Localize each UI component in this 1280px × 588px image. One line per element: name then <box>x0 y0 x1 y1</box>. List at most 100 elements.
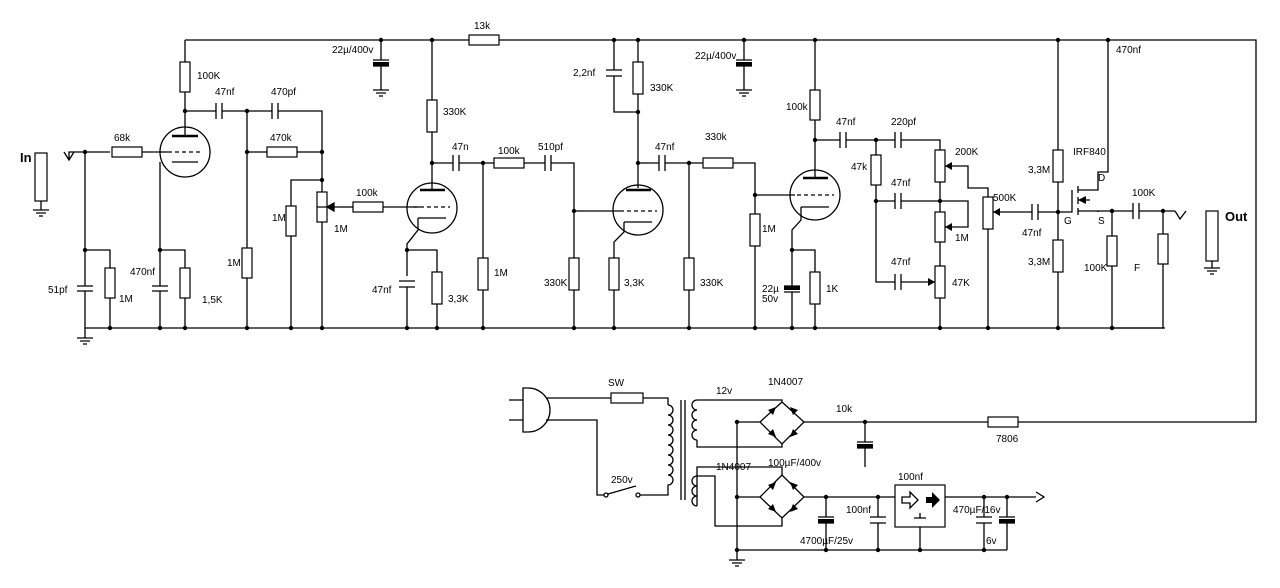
resistor-1m-g <box>241 247 253 279</box>
label-12v: 1N4007 <box>716 462 751 473</box>
tube-v4 <box>789 169 841 221</box>
label-1m-g: 1M <box>227 258 241 269</box>
label-47k-pot: 47K <box>952 278 970 289</box>
mains-plug <box>522 387 551 433</box>
label-1n4007-2: 100µF/400v <box>768 458 821 469</box>
label-2n2: 2,2nf <box>573 68 595 79</box>
label-250v: 12v <box>716 386 732 397</box>
resistor-3k3-2 <box>608 257 620 291</box>
label-330k-5: 330K <box>544 278 568 289</box>
label-100k-out: F <box>1134 263 1140 274</box>
resistor-3m3-bottom <box>1052 239 1064 273</box>
transformer-primary <box>667 404 674 488</box>
label-22u-3: 22µ <box>762 284 779 295</box>
label-330k-6: 330K <box>700 278 724 289</box>
label-470u: 6v <box>986 536 997 547</box>
label-1m-side: 1M <box>272 213 286 224</box>
label-47nf-7: 47nf <box>1022 228 1042 239</box>
label-68k: 68k <box>114 133 131 144</box>
input-jack <box>34 152 48 202</box>
output-jack <box>1205 210 1219 262</box>
resistor-10k <box>987 416 1019 428</box>
label-330k-v2: 330K <box>443 107 467 118</box>
label-200k: 200K <box>955 147 979 158</box>
label-1m-3: 1M <box>494 268 508 279</box>
transformer-secondary-lv <box>691 475 698 507</box>
transformer-secondary-hv <box>691 399 698 441</box>
label-100k-source: 100K <box>1084 263 1108 274</box>
label-pot-1m: 1M <box>334 224 348 235</box>
label-47nf-4: 47nf <box>836 117 856 128</box>
resistor-100k-v1 <box>179 61 191 93</box>
label-510pf: 510pf <box>538 142 563 153</box>
label-3m3-top: 3,3M <box>1028 165 1050 176</box>
label-500k: 500K <box>993 193 1017 204</box>
label-4700u: 4700µF/25v <box>800 536 853 547</box>
label-220pf: 220pf <box>891 117 916 128</box>
label-fuse: SW <box>608 378 625 389</box>
label-irf840: IRF840 <box>1073 147 1106 158</box>
label-320v: 470nf <box>1116 45 1141 56</box>
label-3k3-2: 3,3K <box>624 278 645 289</box>
label-100u: 10k <box>836 404 853 415</box>
mosfet-irf840 <box>1058 40 1109 215</box>
label-1k5: 1,5K <box>202 295 223 306</box>
tube-v3 <box>612 184 664 236</box>
bridge-rectifier-hv <box>759 401 805 445</box>
pot-500k-volume <box>982 196 994 230</box>
label-gate: G <box>1064 216 1072 227</box>
label-100nf-2: 470µF/16v <box>953 505 1000 516</box>
fuse <box>610 392 644 404</box>
label-470k: 470k <box>270 133 293 144</box>
label-330k-4: 330k <box>705 132 728 143</box>
label-470nf-k1: 470nf <box>130 267 155 278</box>
label-100nf-1: 100nf <box>846 505 871 516</box>
resistor-100k-source <box>1106 235 1118 267</box>
resistor-470k <box>266 146 298 158</box>
label-source: S <box>1098 216 1105 227</box>
input-label: In <box>20 150 32 165</box>
label-7806: 100nf <box>898 472 923 483</box>
label-100k-g2: 100k <box>356 188 379 199</box>
output-label: Out <box>1225 209 1248 224</box>
resistor-1k5 <box>179 267 191 299</box>
label-1n4007-1: 1N4007 <box>768 377 803 388</box>
label-3m3-bottom: 3,3M <box>1028 257 1050 268</box>
resistor-330k-v2 <box>426 99 438 133</box>
resistor-47k <box>870 154 882 186</box>
label-22u-1: 22µ/400v <box>332 45 373 56</box>
resistor-1m-input <box>104 267 116 299</box>
label-330k-v3: 330K <box>650 83 674 94</box>
resistor-100k-3 <box>493 157 525 169</box>
label-10k: 7806 <box>996 434 1019 445</box>
label-47nf-3: 47nf <box>655 142 675 153</box>
pot-200k-treble <box>934 149 946 183</box>
label-100k-3: 100k <box>498 146 521 157</box>
label-47nf-5: 47nf <box>891 178 911 189</box>
pot-47k-mid <box>934 265 946 299</box>
resistor-330k-4 <box>702 157 734 169</box>
resistor-100k-out <box>1157 233 1169 265</box>
label-22u-2: 22µ/400v <box>695 51 736 62</box>
resistor-1k <box>809 271 821 305</box>
resistor-1m-3 <box>477 257 489 291</box>
label-1m-4: 1M <box>762 224 776 235</box>
label-47k: 47k <box>851 162 868 173</box>
resistor-1m-side <box>285 205 297 237</box>
label-47nf-1: 47nf <box>215 87 235 98</box>
label-drain: D <box>1098 173 1105 184</box>
tube-v2 <box>406 182 458 234</box>
label-470nf-out: 100K <box>1132 188 1156 199</box>
resistor-330k-v3 <box>632 61 644 95</box>
resistor-1m-4 <box>749 213 761 247</box>
label-51pf: 51pf <box>48 285 68 296</box>
regulator-7806 <box>894 484 946 528</box>
resistor-3m3-top <box>1052 149 1064 183</box>
resistor-100k-g2 <box>352 201 384 213</box>
resistor-100k-v4 <box>809 89 821 121</box>
label-switch: 250v <box>611 475 633 486</box>
pot-1m-bass <box>934 211 946 243</box>
label-22u-3v: 50v <box>762 294 778 305</box>
